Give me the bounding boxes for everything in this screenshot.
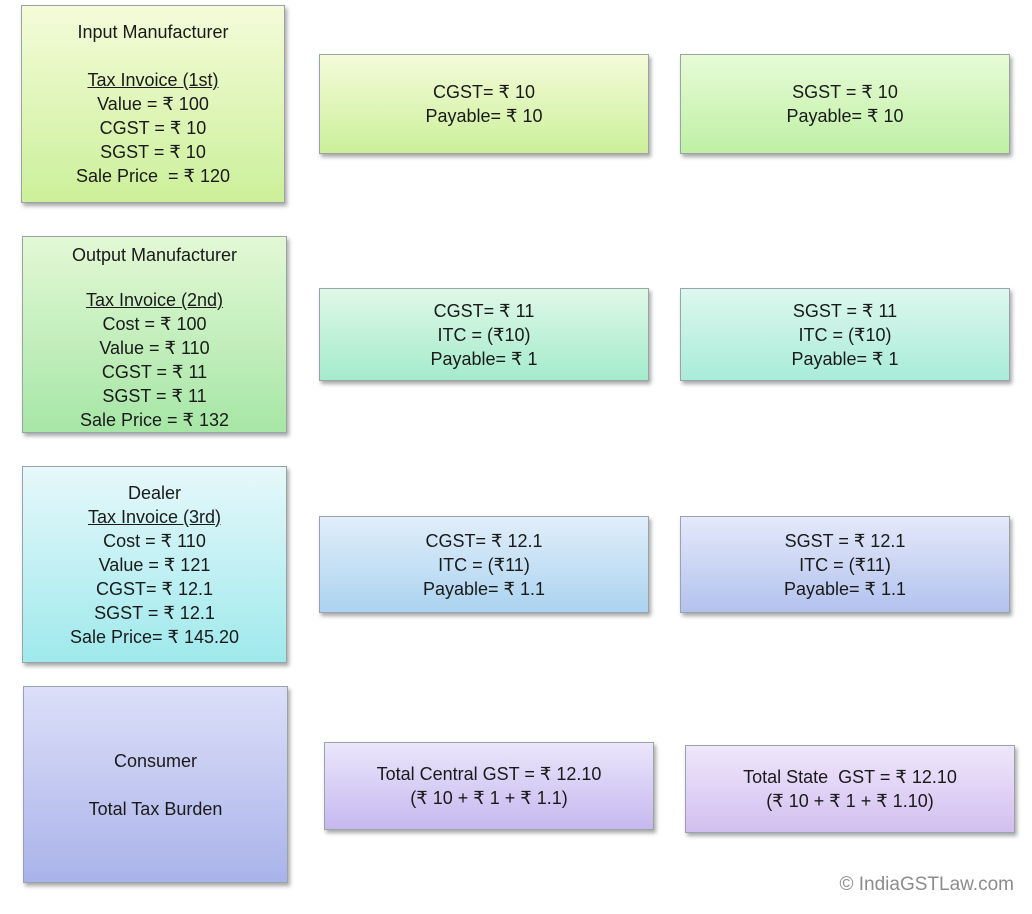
sale-price-line: Sale Price = ₹ 120	[75, 166, 231, 186]
cost-line: Cost = ₹ 100	[102, 314, 207, 334]
cgst-line: CGST= ₹ 11	[433, 300, 535, 321]
row3-sgst-box: SGST = ₹ 12.1 ITC = (₹11) Payable= ₹ 1.1	[680, 516, 1010, 613]
row3-cgst-box: CGST= ₹ 12.1 ITC = (₹11) Payable= ₹ 1.1	[319, 516, 649, 613]
cgst-line: CGST = ₹ 11	[101, 362, 208, 382]
cgst-line: CGST= ₹ 12.1	[425, 530, 543, 551]
box-title: Consumer	[113, 750, 198, 771]
payable-line: Payable= ₹ 1	[791, 348, 899, 369]
central-gst-breakdown: (₹ 10 + ₹ 1 + ₹ 1.1)	[410, 788, 568, 808]
consumer-box: Consumer Total Tax Burden	[23, 686, 288, 883]
row2-cgst-box: CGST= ₹ 11 ITC = (₹10) Payable= ₹ 1	[319, 288, 649, 381]
cgst-line: CGST= ₹ 10	[433, 82, 535, 102]
total-tax-burden-label: Total Tax Burden	[88, 798, 223, 819]
cgst-line: CGST= ₹ 12.1	[96, 578, 213, 599]
payable-line: Payable= ₹ 10	[786, 106, 904, 126]
payable-line: Payable= ₹ 1.1	[783, 578, 907, 599]
dealer-box: Dealer Tax Invoice (3rd) Cost = ₹ 110 Va…	[22, 466, 287, 663]
box-title: Input Manufacturer	[77, 22, 229, 42]
cost-line: Cost = ₹ 110	[103, 530, 206, 551]
itc-line: ITC = (₹11)	[799, 554, 891, 575]
total-state-gst-box: Total State GST = ₹ 12.10 (₹ 10 + ₹ 1 + …	[685, 745, 1015, 833]
total-central-gst-box: Total Central GST = ₹ 12.10 (₹ 10 + ₹ 1 …	[324, 742, 654, 830]
tax-invoice-label: Tax Invoice (1st)	[87, 70, 219, 90]
sgst-line: SGST = ₹ 12.1	[784, 530, 906, 551]
sgst-line: SGST = ₹ 10	[792, 82, 898, 102]
itc-line: ITC = (₹10)	[437, 324, 531, 345]
sgst-line: SGST = ₹ 12.1	[94, 602, 215, 623]
row1-sgst-box: SGST = ₹ 10 Payable= ₹ 10	[680, 54, 1010, 154]
output-manufacturer-box: Output Manufacturer Tax Invoice (2nd) Co…	[22, 236, 287, 433]
input-manufacturer-box: Input Manufacturer Tax Invoice (1st) Val…	[21, 5, 285, 203]
sale-price-line: Sale Price= ₹ 145.20	[69, 626, 240, 647]
total-state-gst-line: Total State GST = ₹ 12.10	[743, 767, 957, 787]
itc-line: ITC = (₹11)	[438, 554, 530, 575]
box-title: Dealer	[127, 482, 182, 503]
sale-price-line: Sale Price = ₹ 132	[79, 410, 230, 430]
tax-invoice-label: Tax Invoice (2nd)	[85, 290, 224, 310]
value-line: Value = ₹ 110	[99, 338, 210, 358]
value-line: Value = ₹ 121	[98, 554, 211, 575]
box-title: Output Manufacturer	[71, 245, 238, 265]
itc-line: ITC = (₹10)	[798, 324, 892, 345]
state-gst-breakdown: (₹ 10 + ₹ 1 + ₹ 1.10)	[766, 791, 934, 811]
sgst-line: SGST = ₹ 11	[792, 300, 898, 321]
cgst-line: CGST = ₹ 10	[99, 118, 207, 138]
payable-line: Payable= ₹ 1	[430, 348, 538, 369]
row1-cgst-box: CGST= ₹ 10 Payable= ₹ 10	[319, 54, 649, 154]
sgst-line: SGST = ₹ 10	[100, 142, 206, 162]
payable-line: Payable= ₹ 10	[425, 106, 543, 126]
tax-invoice-label: Tax Invoice (3rd)	[87, 506, 222, 527]
total-central-gst-line: Total Central GST = ₹ 12.10	[376, 764, 602, 784]
value-line: Value = ₹ 100	[97, 94, 209, 114]
sgst-line: SGST = ₹ 11	[102, 386, 207, 406]
copyright-watermark: © IndiaGSTLaw.com	[839, 874, 1014, 895]
row2-sgst-box: SGST = ₹ 11 ITC = (₹10) Payable= ₹ 1	[680, 288, 1010, 381]
payable-line: Payable= ₹ 1.1	[422, 578, 546, 599]
